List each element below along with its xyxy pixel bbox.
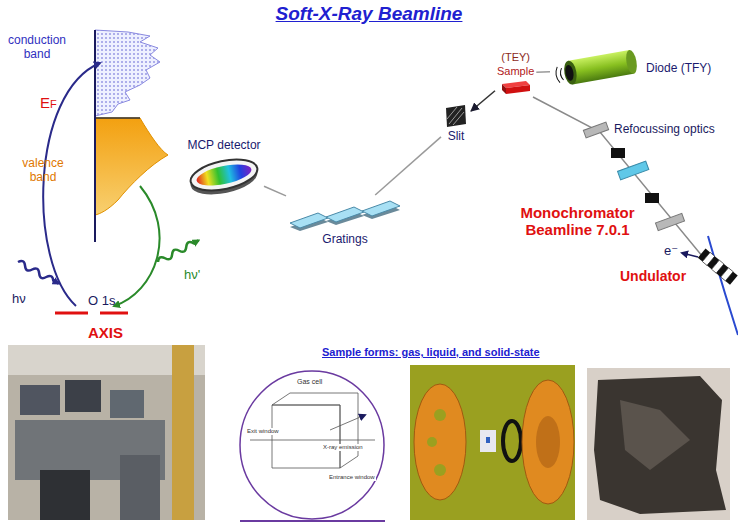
diode-node: Diode (TFY): [552, 48, 711, 88]
band-label: valence band: [14, 157, 72, 185]
node-text: Slit: [448, 129, 465, 143]
solid-sample-photo: [587, 368, 730, 520]
section-heading: Sample forms: gas, liquid, and solid-sta…: [322, 346, 540, 359]
grating-node: Gratings: [288, 197, 402, 246]
node-text: Diode (TFY): [646, 61, 711, 75]
node-icon: [288, 197, 402, 231]
sketch-label: Gas cell: [296, 378, 323, 386]
particle-label: e⁻: [664, 244, 678, 259]
sample-holder-photo: [410, 365, 575, 520]
gas-cell-sketch: [240, 371, 385, 521]
beam-connector: [536, 71, 550, 73]
instrument-label: AXIS: [88, 324, 123, 341]
part-label: Undulator: [620, 268, 686, 284]
beam-connector: [264, 186, 286, 196]
node-icon: [552, 48, 642, 88]
lab-photo: [8, 345, 205, 520]
grating-icon: [288, 197, 402, 231]
node-text: (TEY): [501, 51, 530, 64]
fermi-main: E: [40, 94, 50, 111]
node-text: Sample: [497, 65, 534, 78]
node-icon: [186, 153, 262, 199]
fermi-sub: F: [50, 98, 57, 110]
level-label: O 1s: [88, 294, 115, 309]
diagram-title: Soft-X-Ray Beamline: [0, 3, 738, 25]
sketch-label: X-ray emission: [322, 444, 364, 451]
slit-icon: [443, 104, 469, 128]
photon-label: hν': [184, 268, 200, 283]
beam-connector: [375, 137, 441, 195]
diode-icon: [552, 48, 642, 88]
part-label: Monochromator Beamline 7.0.1: [505, 204, 650, 239]
sketch-label: Exit window: [246, 428, 280, 435]
part-label: Refocussing optics: [614, 123, 715, 137]
detector-node: MCP detector: [186, 138, 262, 199]
sketch-label: Entrance window: [328, 474, 376, 481]
node-icon: [443, 104, 469, 128]
mcp-icon: [186, 153, 262, 199]
beam-connector: [471, 91, 495, 111]
node-text: MCP detector: [187, 138, 260, 152]
band-label: conduction band: [4, 34, 70, 62]
photon-label: hν: [12, 292, 26, 307]
sample-icon: [499, 79, 533, 95]
slit-node: Slit: [443, 104, 469, 143]
node-icon: [499, 79, 533, 95]
sample-node: (TEY)Sample: [497, 51, 534, 95]
node-text: Gratings: [322, 232, 367, 246]
fermi-label: EF: [40, 94, 57, 111]
